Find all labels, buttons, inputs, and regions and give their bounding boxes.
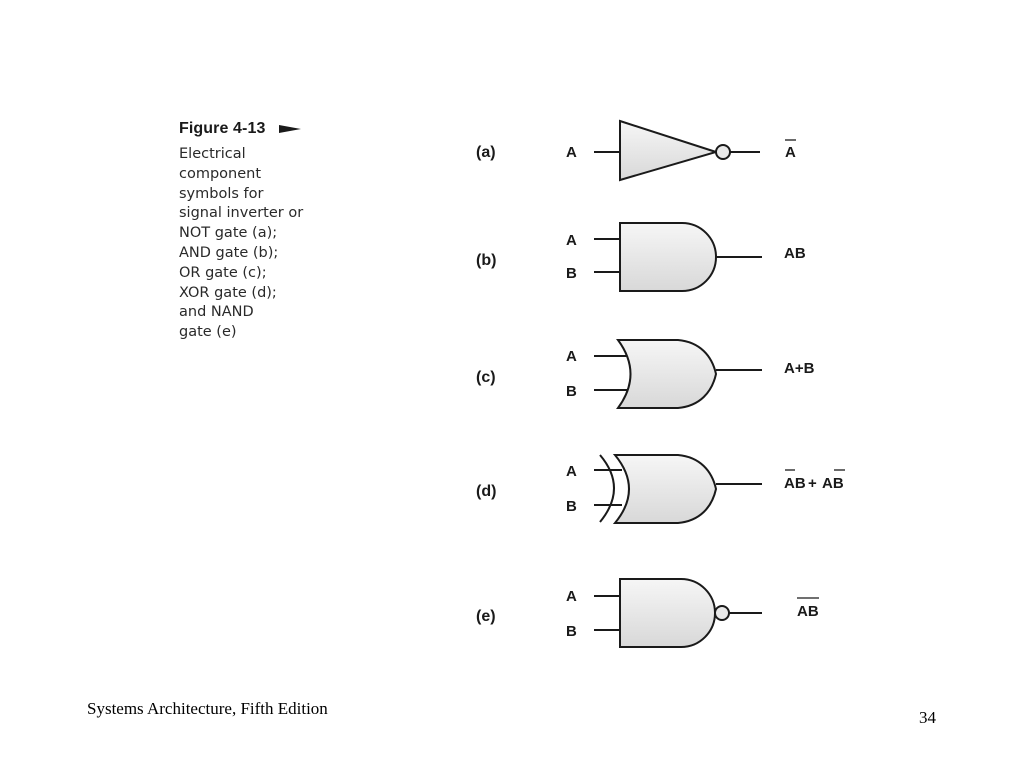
nand-gate-symbol xyxy=(619,578,716,648)
input-label-b: B xyxy=(566,265,577,282)
caption-line: OR gate (c); xyxy=(179,264,267,281)
figure-heading: Figure 4-13 xyxy=(179,118,329,140)
caption-line: component xyxy=(179,165,262,182)
footer-book-title: Systems Architecture, Fifth Edition xyxy=(87,699,328,718)
input-label-a: A xyxy=(566,463,577,480)
caption-line: NOT gate (a); xyxy=(179,225,278,242)
inversion-bubble-icon xyxy=(715,144,731,160)
xor-gate-row: (d) A B AB + AB xyxy=(476,454,845,524)
input-label-a: A xyxy=(566,588,577,605)
output-label-and: AB xyxy=(784,245,806,262)
gate-label-e: (e) xyxy=(476,608,496,625)
output-label-xor: AB + AB xyxy=(784,469,845,492)
input-label-b: B xyxy=(566,498,577,515)
output-label-not: A xyxy=(785,144,796,161)
not-gate-row: (a) A A xyxy=(476,119,796,182)
inversion-bubble-icon xyxy=(714,605,730,621)
and-gate-symbol xyxy=(619,222,717,292)
pointer-arrow-icon xyxy=(279,125,302,133)
input-label-b: B xyxy=(566,383,577,400)
caption-line: AND gate (b); xyxy=(179,244,279,261)
or-gate-row: (c) A B A+B xyxy=(476,339,815,409)
nand-gate-row: (e) A B AB xyxy=(476,578,819,648)
xor-term-1: AB xyxy=(784,475,806,492)
xor-term-2: AB xyxy=(822,475,844,492)
or-gate-symbol xyxy=(616,339,718,409)
caption-line: gate (e) xyxy=(179,324,237,341)
gate-label-d: (d) xyxy=(476,483,496,500)
input-label-a: A xyxy=(566,232,577,249)
and-gate-row: (b) A B AB xyxy=(476,222,806,292)
xor-gate-symbol xyxy=(612,454,718,524)
not-gate-symbol xyxy=(619,119,720,182)
caption-line: XOR gate (d); xyxy=(179,284,277,301)
figure-caption: Figure 4-13 Electrical component symbols… xyxy=(179,118,329,343)
gate-label-b: (b) xyxy=(476,252,496,269)
output-label-or: A+B xyxy=(784,360,815,377)
page-number: 34 xyxy=(919,708,936,727)
input-label-b: B xyxy=(566,623,577,640)
gate-label-c: (c) xyxy=(476,369,496,386)
output-label-nand: AB xyxy=(797,603,819,620)
gate-label-a: (a) xyxy=(476,144,496,161)
xor-plus: + xyxy=(808,475,817,492)
caption-line: Electrical xyxy=(179,146,246,162)
caption-line: signal inverter or xyxy=(179,205,304,222)
caption-line: and NAND xyxy=(179,304,254,321)
caption-text: Electrical component symbols for signal … xyxy=(179,145,329,343)
caption-line: symbols for xyxy=(179,185,264,202)
input-label-a: A xyxy=(566,348,577,365)
input-label-a: A xyxy=(566,144,577,161)
figure-title: Figure 4-13 xyxy=(179,120,266,137)
